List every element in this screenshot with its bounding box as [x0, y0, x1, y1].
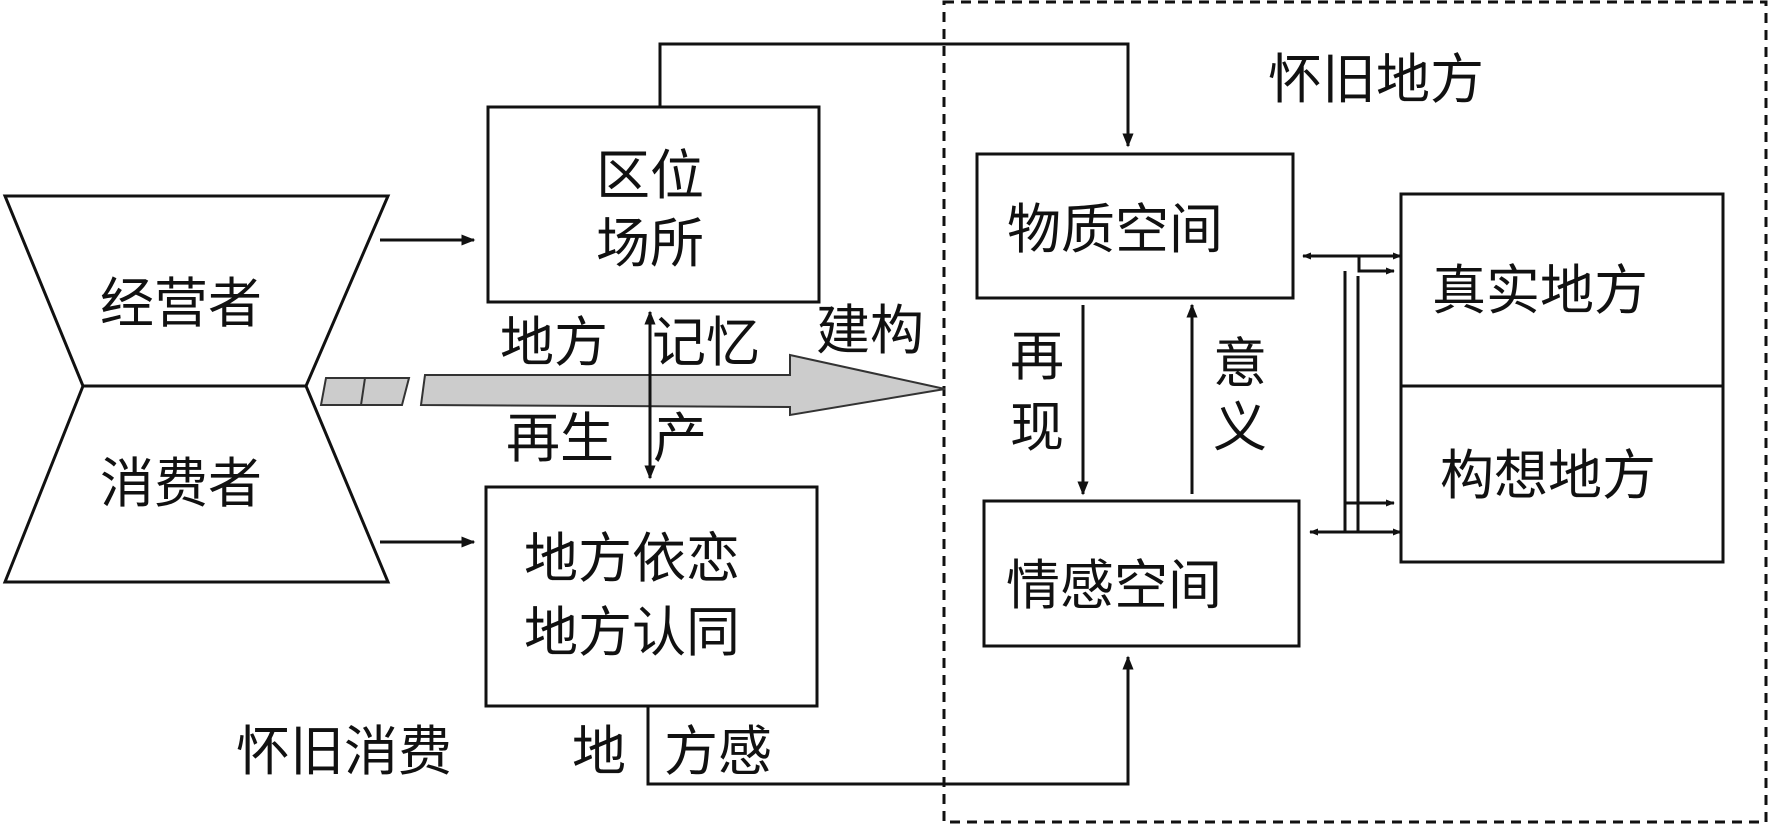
place-memory-label-b: 记忆 [652, 311, 760, 374]
representation-label-2: 现 [1010, 396, 1064, 459]
sense-of-place-label-b: 方感 [664, 720, 772, 783]
attachment-line-2: 地方认同 [524, 601, 740, 664]
imagined-place-label: 构想地方 [1440, 444, 1656, 507]
attachment-line-1: 地方依恋 [524, 527, 740, 590]
location-box [486, 105, 821, 304]
location-line-2: 场所 [596, 212, 704, 275]
consumer-label: 消费者 [100, 452, 262, 515]
emotional-space-label: 情感空间 [1006, 554, 1222, 617]
operator-label: 经营者 [100, 272, 262, 335]
construct-label: 建构 [816, 299, 924, 362]
sense-of-place-label-a: 地 [572, 720, 626, 783]
material-space-box [975, 152, 1295, 300]
arrow-location-to-material [658, 42, 1134, 148]
attachment-box [484, 485, 819, 708]
reproduction-label-a: 再生 [506, 407, 614, 470]
meaning-label-2: 义 [1213, 396, 1267, 459]
reproduction-label-b: 产 [653, 407, 707, 470]
construct-arrow [319, 353, 946, 417]
place-memory-label-a: 地方 [500, 311, 608, 374]
place-types-box [1399, 192, 1725, 564]
consumer-shape [2, 384, 391, 584]
region-title: 怀旧地方 [1268, 48, 1484, 111]
meaning-label-1: 意 [1213, 332, 1267, 395]
space-place-connectors [1302, 252, 1402, 536]
material-space-label: 物质空间 [1007, 198, 1223, 261]
nostalgic-consumption-label: 怀旧消费 [236, 720, 452, 783]
representation-label-1: 再 [1010, 325, 1064, 388]
location-line-1: 区位 [596, 144, 704, 207]
nostalgic-place-region [942, 0, 1768, 824]
arrow-attachment-to-emotional [646, 655, 1134, 786]
real-place-label: 真实地方 [1432, 259, 1648, 322]
emotional-space-box [982, 499, 1301, 648]
